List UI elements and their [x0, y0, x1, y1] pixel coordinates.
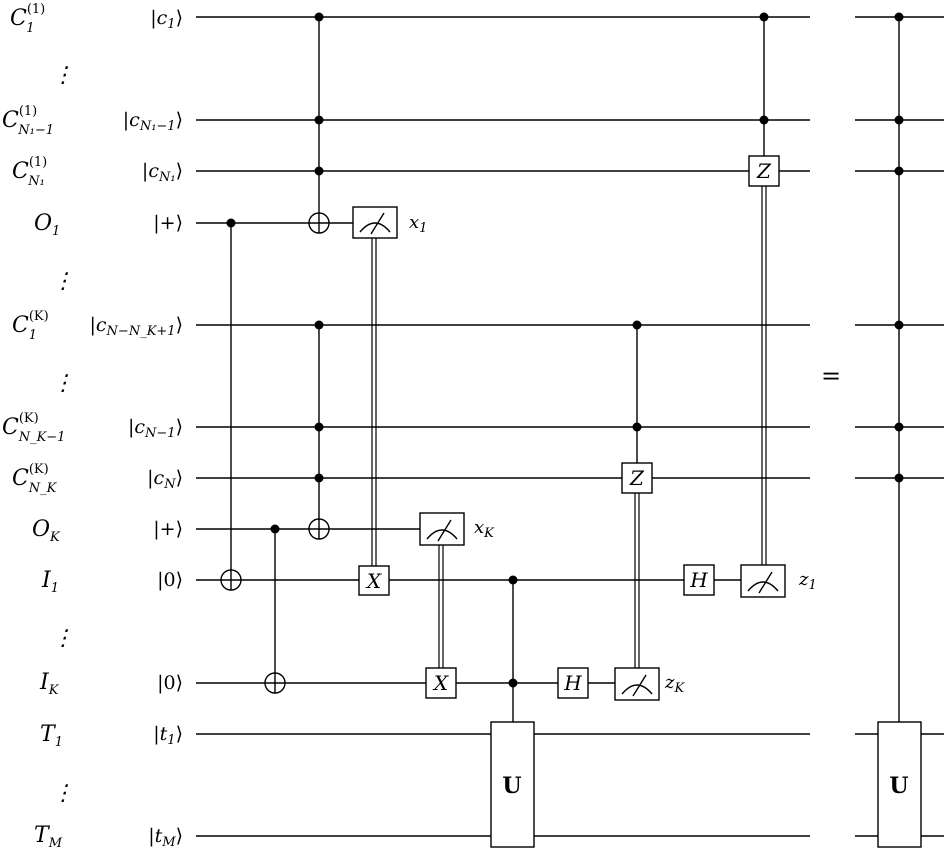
ket-i1: |0⟩ [157, 569, 183, 591]
cnot-target-o1 [308, 212, 330, 234]
register-label-t1: T1 [40, 722, 63, 750]
h-gate-label: H [689, 568, 708, 592]
register-label-tM: TM [34, 823, 63, 849]
control-dot [894, 422, 904, 432]
ket-c1: |c1⟩ [150, 7, 183, 32]
ket-iK: |0⟩ [157, 672, 183, 694]
vdots: ⋮ ⋮ ⋮ ⋮ ⋮ [52, 63, 74, 806]
control-dot [270, 524, 280, 534]
register-label-cKm1: C(K)N_K−1 [2, 411, 65, 445]
vdots-2: ⋮ [52, 269, 74, 294]
measurements [352, 206, 786, 701]
h-gate-i1: H [683, 564, 715, 596]
control-dot [632, 422, 642, 432]
control-dot [314, 473, 324, 483]
z-gate-cK: Z [621, 462, 653, 494]
input-kets: |c1⟩ |cN₁−1⟩ |cN₁⟩ |+⟩ |cN−N_K+1⟩ |cN−1⟩… [89, 7, 183, 849]
control-dot [314, 166, 324, 176]
ket-tM: |tM⟩ [148, 825, 183, 849]
register-label-cN1m1: C(1)N₁−1 [2, 104, 54, 138]
gates: X X Z Z H H U U [358, 155, 922, 848]
x-gate-label: X [365, 569, 382, 593]
x-gate-label: X [432, 671, 449, 695]
register-label-cK: C(K)N_K [12, 462, 58, 496]
measurement-meter-oK [419, 512, 465, 546]
control-dots [226, 12, 904, 688]
control-dot [314, 12, 324, 22]
ket-cK: |cN⟩ [147, 467, 183, 492]
ket-cN1m1: |cN₁−1⟩ [123, 109, 183, 134]
ket-oK: |+⟩ [153, 518, 183, 540]
control-dot [759, 115, 769, 125]
control-dot [894, 12, 904, 22]
z-gate-label: Z [756, 159, 772, 183]
control-dot [226, 218, 236, 228]
control-dot [314, 320, 324, 330]
ket-t1: |t1⟩ [153, 723, 183, 748]
register-label-cK1: C(K)1 [12, 309, 49, 343]
label-xK: xK [474, 517, 495, 541]
register-label-c1: C(1)1 [10, 2, 45, 36]
register-label-iK: IK [39, 670, 60, 698]
h-gate-label: H [563, 671, 582, 695]
x-gate-iK: X [425, 667, 457, 699]
control-dot [508, 678, 518, 688]
register-label-o1: O1 [34, 211, 60, 239]
control-dot [508, 575, 518, 585]
ket-cK1: |cN−N_K+1⟩ [89, 314, 183, 339]
z-gate-cN1: Z [748, 155, 780, 187]
cnot-target-i1 [220, 569, 242, 591]
u-gate-right: U [877, 721, 922, 848]
cnot-target-oK [308, 518, 330, 540]
h-gate-iK: H [557, 667, 589, 699]
ket-cKm1: |cN−1⟩ [128, 416, 183, 441]
label-zK: zK [664, 672, 685, 696]
control-dot [314, 422, 324, 432]
measurement-labels: x1 xK zK z1 [409, 212, 817, 696]
control-dot [894, 115, 904, 125]
label-x1: x1 [409, 212, 427, 236]
measurement-meter-i1 [740, 564, 786, 598]
wires-left [196, 16, 810, 837]
register-label-cN1: C(1)N₁ [12, 155, 47, 189]
register-label-i1: I1 [41, 568, 59, 596]
vdots-4: ⋮ [52, 626, 74, 651]
equals-sign: = [821, 362, 841, 390]
control-dot [894, 473, 904, 483]
measurement-meter-o1 [352, 206, 398, 239]
measurement-meter-iK [614, 667, 660, 701]
u-gate-left: U [490, 721, 535, 848]
vdots-5: ⋮ [52, 781, 74, 806]
vdots-3: ⋮ [52, 371, 74, 396]
classical-wires [371, 186, 767, 668]
ket-o1: |+⟩ [153, 212, 183, 234]
cnot-target-iK [264, 672, 286, 694]
label-z1: z1 [798, 569, 817, 593]
control-dot [759, 12, 769, 22]
u-gate-label: U [502, 773, 521, 799]
cnot-targets [220, 212, 330, 694]
register-labels: C(1)1 C(1)N₁−1 C(1)N₁ O1 C(K)1 C(K)N_K−1… [2, 2, 65, 849]
u-gate-label: U [889, 773, 908, 799]
vdots-1: ⋮ [52, 63, 74, 88]
control-dot [894, 166, 904, 176]
register-label-oK: OK [32, 517, 61, 545]
ket-cN1: |cN₁⟩ [142, 160, 183, 185]
control-dot [314, 115, 324, 125]
control-lines [230, 17, 900, 722]
x-gate-i1: X [358, 565, 390, 596]
control-dot [894, 320, 904, 330]
control-dot [632, 320, 642, 330]
z-gate-label: Z [629, 466, 645, 490]
